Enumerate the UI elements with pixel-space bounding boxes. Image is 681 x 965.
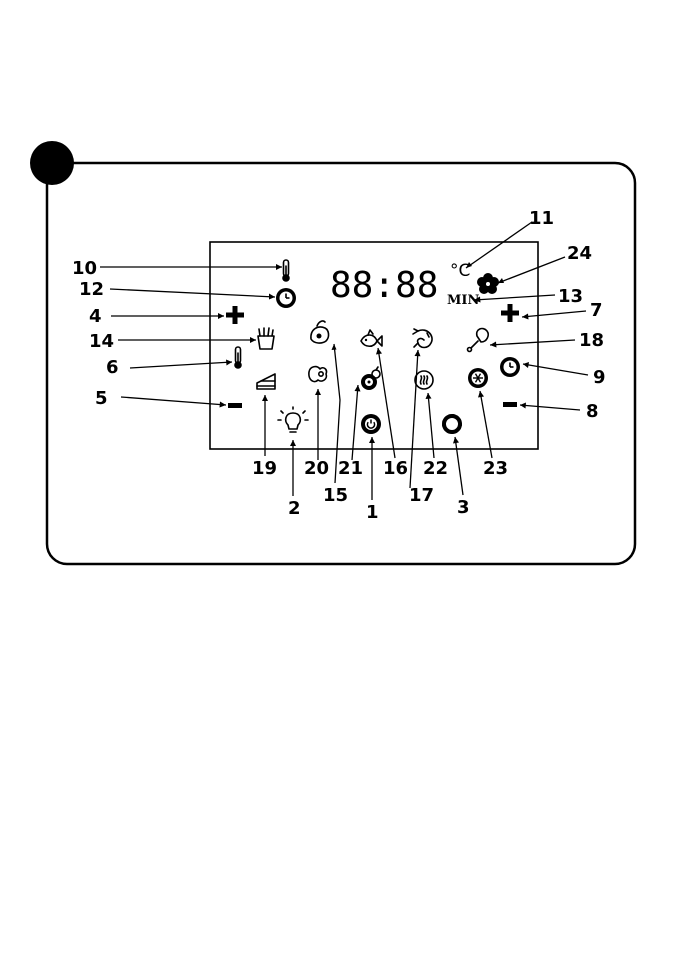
light-bulb-icon[interactable] <box>278 407 308 432</box>
fan-icon <box>477 273 499 294</box>
fish-icon[interactable] <box>361 330 382 346</box>
thermometer-icon[interactable] <box>234 347 242 369</box>
steak-icon[interactable] <box>309 367 327 382</box>
cake-icon[interactable] <box>257 374 275 389</box>
callout-6: 6 <box>106 357 119 378</box>
callout-10: 10 <box>72 258 97 279</box>
callout-4: 4 <box>89 306 102 327</box>
callout-22: 22 <box>423 458 448 479</box>
callout-9: 9 <box>593 367 606 388</box>
keep-warm-icon[interactable] <box>415 371 433 389</box>
minus-icon[interactable] <box>503 402 517 407</box>
callout-21: 21 <box>338 458 363 479</box>
callout-23: 23 <box>483 458 508 479</box>
callout-24: 24 <box>567 243 592 264</box>
callout-12: 12 <box>79 279 104 300</box>
chicken-wing-icon[interactable] <box>311 321 329 343</box>
callout-19: 19 <box>252 458 277 479</box>
shrimp-icon[interactable] <box>413 329 432 348</box>
callout-7: 7 <box>590 300 603 321</box>
callout-1: 1 <box>366 502 379 523</box>
power-button-icon[interactable] <box>361 414 381 434</box>
plus-icon[interactable] <box>501 304 519 322</box>
thermometer-icon <box>282 260 290 282</box>
callout-20: 20 <box>304 458 329 479</box>
clock-icon[interactable] <box>500 357 520 377</box>
time-display-digits: 88:88 <box>330 265 438 306</box>
callout-14: 14 <box>89 331 114 352</box>
callout-17: 17 <box>409 485 434 506</box>
callout-2: 2 <box>288 498 301 519</box>
fries-icon[interactable] <box>258 328 274 349</box>
callout-8: 8 <box>586 401 599 422</box>
celsius-indicator: °C <box>450 261 470 281</box>
plus-icon[interactable] <box>226 306 244 324</box>
callout-5: 5 <box>95 388 108 409</box>
start-stop-ring-icon[interactable] <box>443 415 462 434</box>
callout-15: 15 <box>323 485 348 506</box>
callout-16: 16 <box>383 458 408 479</box>
drumstick-icon[interactable] <box>468 329 489 352</box>
callout-13: 13 <box>558 286 583 307</box>
callout-3: 3 <box>457 497 470 518</box>
section-badge <box>30 141 74 185</box>
callout-18: 18 <box>579 330 604 351</box>
callout-11: 11 <box>529 208 554 229</box>
minus-icon[interactable] <box>228 403 242 408</box>
clock-icon <box>276 288 296 308</box>
vegetables-icon[interactable] <box>361 367 380 390</box>
defrost-icon[interactable] <box>468 368 488 388</box>
